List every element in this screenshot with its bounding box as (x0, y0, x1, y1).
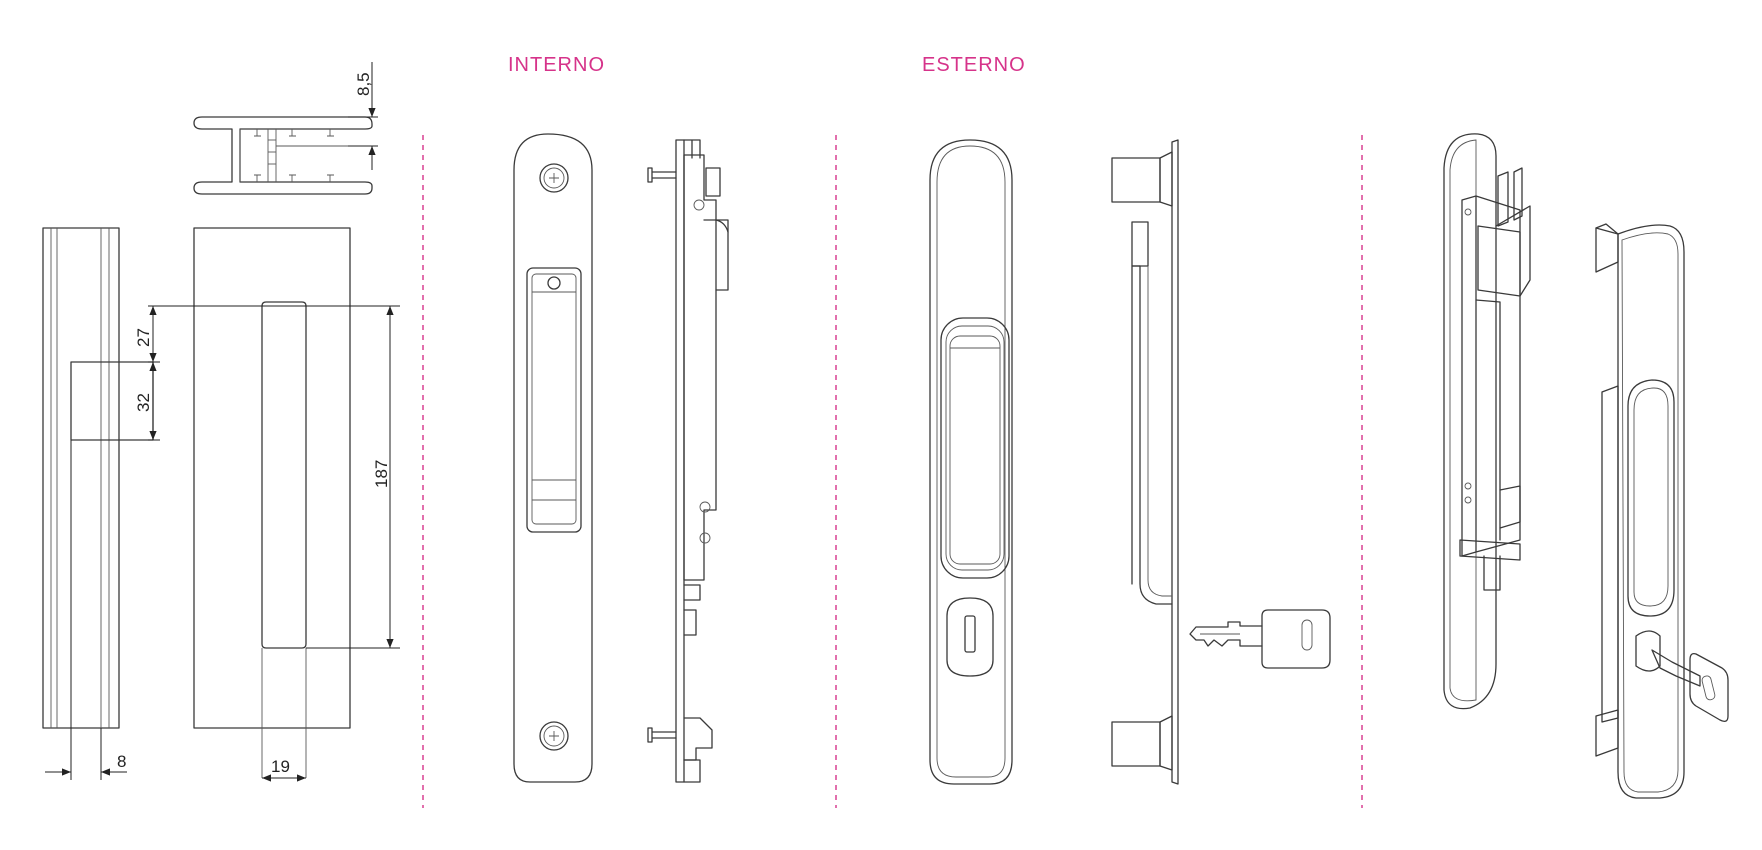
dimension-label: 8,5 (354, 72, 373, 96)
esterno-handle-front-view (929, 139, 1013, 785)
label-esterno: ESTERNO (922, 54, 1026, 76)
dimension-27-32: 27 32 (134, 305, 400, 441)
door-profile-side-view (42, 227, 154, 729)
profile-cross-section (193, 116, 373, 195)
key-drawing (1189, 609, 1331, 669)
dimension-label: 27 (134, 328, 153, 347)
esterno-handle-side-view (1111, 139, 1179, 785)
door-profile-front-view (193, 227, 351, 778)
dimension-19: 19 (262, 757, 306, 782)
dimension-label: 32 (134, 393, 153, 412)
perspective-interno-view (1443, 133, 1531, 710)
dimension-label: 187 (372, 460, 391, 488)
dimension-label: 8 (117, 752, 126, 771)
perspective-esterno-view (1595, 223, 1729, 799)
dimension-label: 19 (271, 757, 290, 776)
interno-handle-front-view (513, 133, 593, 783)
dimension-8: 8 (45, 440, 127, 780)
label-interno: INTERNO (508, 54, 605, 76)
interno-handle-side-view (647, 139, 729, 783)
dimension-8-5: 8,5 (348, 62, 378, 170)
dimension-187: 187 (306, 306, 400, 649)
